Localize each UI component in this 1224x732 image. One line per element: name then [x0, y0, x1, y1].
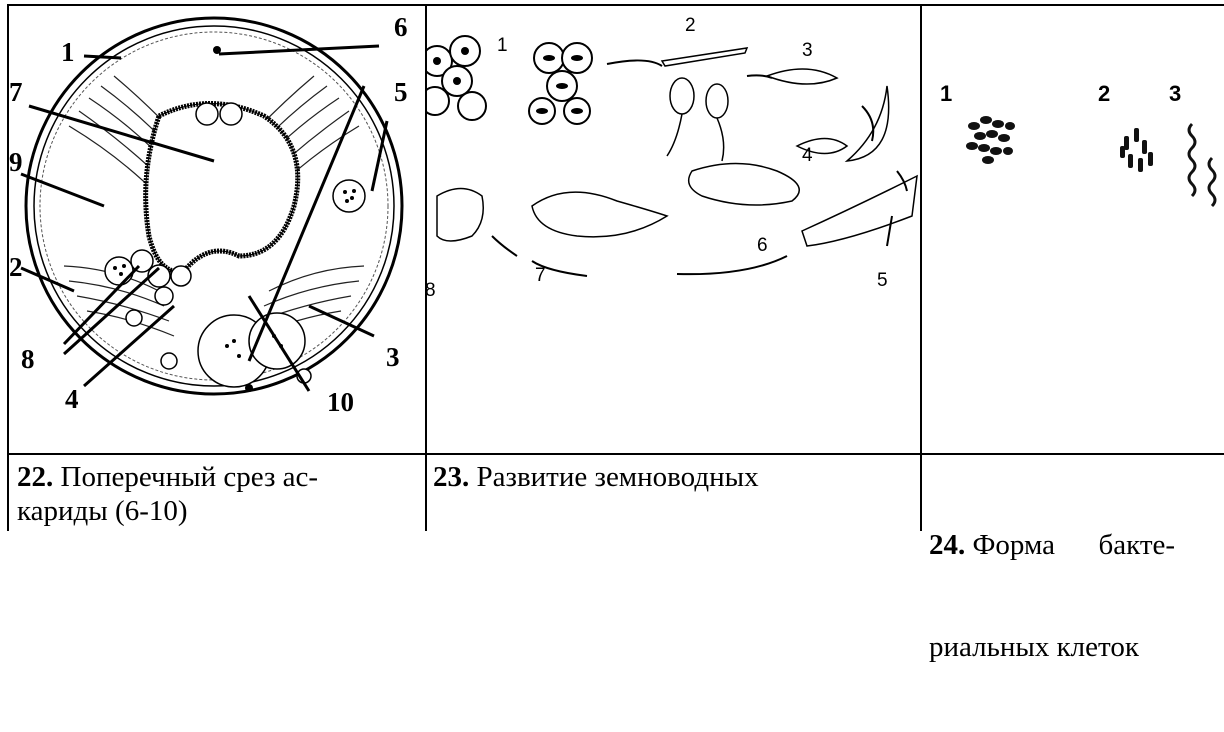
caption-24-line-2: риальных клеток [929, 630, 1221, 664]
figure-22-number: 22. [17, 461, 53, 493]
stage-label-6: 6 [757, 235, 768, 256]
figure-23-caption: 23. Развитие земноводных [433, 460, 913, 494]
bacterial-cell-forms-figure: 1 2 3 [922, 6, 1224, 453]
ascaris-label-6: 6 [394, 12, 408, 42]
ascaris-label-9: 9 [9, 147, 23, 177]
ascaris-label-5: 5 [394, 77, 408, 107]
ascaris-label-1: 1 [61, 37, 75, 67]
caption-23-line-1: 23. Развитие земноводных [433, 460, 913, 494]
bacteria-label-2: 2 [1098, 81, 1110, 106]
ascaris-label-7: 7 [9, 77, 23, 107]
stage-label-4: 4 [802, 145, 813, 166]
ascaris-label-4: 4 [65, 384, 79, 414]
stage-label-1: 1 [497, 35, 508, 56]
caption-24-text-1: Форма бакте- [973, 529, 1176, 561]
stage-label-7: 7 [535, 265, 546, 286]
stage-label-5: 5 [877, 270, 888, 291]
ascaris-label-8: 8 [21, 344, 35, 374]
caption-24-line-1: 24. Форма бакте- [929, 528, 1221, 562]
stage-label-2: 2 [685, 15, 696, 36]
figure-table: 1 2 3 4 5 6 7 8 9 10 [7, 4, 1224, 531]
figure-23-number: 23. [433, 461, 469, 493]
table-row-divider [7, 453, 1224, 455]
ascaris-label-3: 3 [386, 342, 400, 372]
ascaris-drawing: 1 2 3 4 5 6 7 8 9 10 [9, 6, 425, 453]
ascaris-label-10: 10 [327, 387, 354, 417]
frog-life-cycle-drawing: 1 2 3 4 5 6 7 8 [427, 6, 920, 453]
caption-23-text-1: Развитие земноводных [477, 461, 759, 493]
amphibian-development-figure: 1 2 3 4 5 6 7 8 [427, 6, 920, 453]
figure-22-caption: 22. Поперечный срез ас- кариды (6-10) [17, 460, 421, 528]
ascaris-cross-section-figure: 1 2 3 4 5 6 7 8 9 10 [9, 6, 425, 453]
caption-22-line-2: кариды (6-10) [17, 494, 421, 528]
bacteria-label-1: 1 [940, 81, 952, 106]
stage-label-8: 8 [427, 280, 436, 301]
caption-22-text-1: Поперечный срез ас- [61, 461, 319, 493]
stage-labels: 1 2 3 4 5 6 7 8 [427, 15, 888, 301]
figure-24-caption: 24. Форма бакте- риальных клеток [929, 460, 1221, 732]
bacteria-drawing: 1 2 3 [922, 6, 1224, 453]
stage-label-3: 3 [802, 40, 813, 61]
bacteria-label-3: 3 [1169, 81, 1181, 106]
figure-24-number: 24. [929, 529, 965, 561]
bacteria-labels: 1 2 3 [940, 81, 1181, 106]
ascaris-label-2: 2 [9, 252, 23, 282]
caption-22-line-1: 22. Поперечный срез ас- [17, 460, 421, 494]
